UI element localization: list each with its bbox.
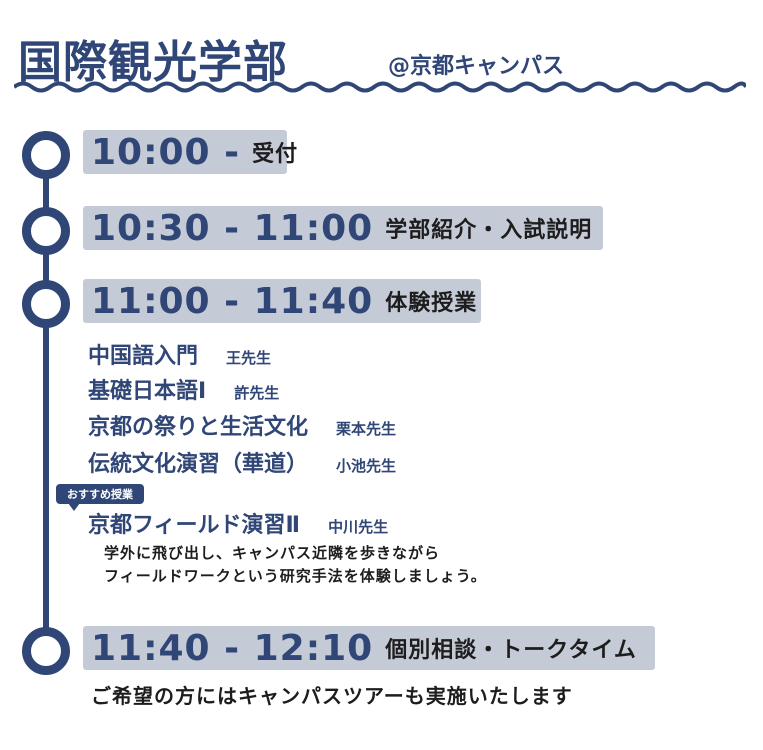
course-teacher: 許先生 [234, 384, 280, 402]
course-name: 京都の祭りと生活文化 [88, 415, 309, 440]
course-name: 京都フィールド演習Ⅱ [88, 513, 301, 538]
timeline-node [22, 131, 70, 179]
timeline-line [43, 150, 49, 648]
course-teacher: 栗本先生 [336, 420, 397, 438]
page-title: 国際観光学部 [18, 37, 288, 88]
course-teacher: 中川先生 [328, 518, 389, 536]
schedule-time: 11:00 - 11:40 [91, 280, 374, 322]
schedule-time: 10:00 - [91, 131, 241, 173]
badge-tail [68, 503, 80, 511]
schedule-bar-consultation: 11:40 - 12:10 個別相談・トークタイム [83, 626, 655, 670]
course-item-recommended: 京都フィールド演習Ⅱ 中川先生 [88, 507, 388, 539]
field-note-line: フィールドワークという研究手法を体験しましょう。 [104, 567, 487, 585]
course-item: 基礎日本語Ⅰ 許先生 [88, 373, 279, 405]
schedule-bar-reception: 10:00 - 受付 [83, 130, 297, 174]
footer-note: ご希望の方にはキャンパスツアーも実施いたします [91, 684, 573, 708]
course-name: 中国語入門 [88, 344, 199, 369]
timeline-node [22, 280, 70, 328]
field-note-line: 学外に飛び出し、キャンパス近隣を歩きながら [104, 544, 441, 562]
campus-subtitle: @京都キャンパス [388, 54, 565, 79]
schedule-desc: 個別相談・トークタイム [385, 638, 637, 663]
schedule-desc: 体験授業 [385, 291, 478, 316]
course-teacher: 王先生 [226, 349, 272, 367]
timeline-node [22, 627, 70, 675]
schedule-time: 10:30 - 11:00 [91, 207, 374, 249]
course-teacher: 小池先生 [336, 457, 397, 475]
schedule-time: 11:40 - 12:10 [91, 627, 374, 669]
schedule-bar-orientation: 10:30 - 11:00 学部紹介・入試説明 [83, 206, 603, 250]
course-item: 中国語入門 王先生 [88, 338, 271, 370]
wave-divider [14, 81, 746, 93]
schedule-desc: 受付 [252, 142, 299, 167]
course-item: 伝統文化演習（華道） 小池先生 [88, 446, 396, 478]
schedule-bar-trial-class: 11:00 - 11:40 体験授業 [83, 279, 481, 323]
timeline-node [22, 207, 70, 255]
recommended-badge: おすすめ授業 [56, 484, 144, 504]
course-name: 伝統文化演習（華道） [88, 452, 309, 477]
course-item: 京都の祭りと生活文化 栗本先生 [88, 409, 396, 441]
course-name: 基礎日本語Ⅰ [88, 379, 207, 404]
schedule-desc: 学部紹介・入試説明 [385, 218, 593, 243]
